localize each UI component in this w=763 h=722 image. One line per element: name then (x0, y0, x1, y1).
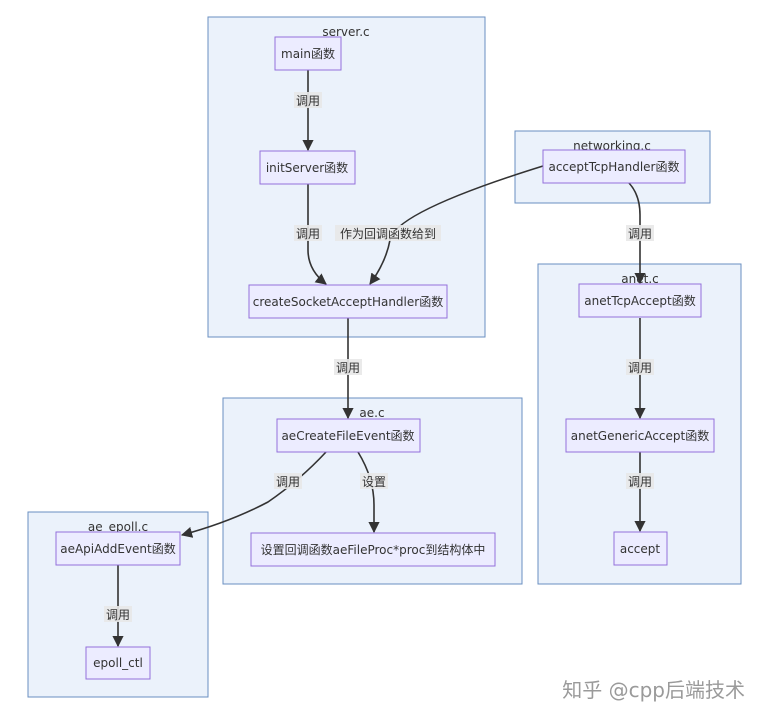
node-initserver: initServer函数 (259, 150, 356, 185)
node-label-main: main函数 (281, 46, 335, 61)
node-label-epoll-ctl: epoll_ctl (93, 656, 143, 670)
edge-label-aecreate-aeapi: 调用 (276, 475, 300, 489)
node-label-ae-api-add-event: aeApiAddEvent函数 (60, 541, 176, 556)
node-label-create-socket-accept-handler: createSocketAcceptHandler函数 (253, 294, 443, 309)
cluster-title-ae: ae.c (359, 406, 384, 420)
node-label-accept-tcp-handler: acceptTcpHandler函数 (548, 159, 679, 174)
node-label-ae-create-file-event: aeCreateFileEvent函数 (281, 428, 414, 443)
edge-label-initserver-create: 调用 (296, 227, 320, 241)
edge-label-create-aecreate: 调用 (336, 361, 360, 375)
node-label-initserver: initServer函数 (266, 160, 348, 175)
node-anet-generic-accept: anetGenericAccept函数 (565, 418, 715, 453)
edge-label-anetgeneric-accept: 调用 (628, 475, 652, 489)
node-anet-tcp-accept: anetTcpAccept函数 (578, 283, 702, 318)
edge-label-anettcp-anetgeneric: 调用 (628, 361, 652, 375)
watermark-text: 知乎 @cpp后端技术 (562, 678, 745, 702)
node-set-proc: 设置回调函数aeFileProc*proc到结构体中 (250, 532, 496, 567)
node-accept: accept (613, 531, 668, 566)
edge-label-aecreate-setproc: 设置 (362, 475, 386, 489)
edge-label-main-initserver: 调用 (296, 94, 320, 108)
node-ae-api-add-event: aeApiAddEvent函数 (55, 531, 181, 566)
node-label-anet-tcp-accept: anetTcpAccept函数 (584, 293, 695, 308)
cluster-title-ae-epoll: ae_epoll.c (88, 520, 148, 534)
edge-label-accepttcp-create: 作为回调函数给到 (340, 226, 436, 241)
node-label-accept: accept (620, 542, 661, 556)
edge-label-aeapi-epoll: 调用 (106, 608, 130, 622)
node-create-socket-accept-handler: createSocketAcceptHandler函数 (248, 284, 448, 319)
node-label-set-proc: 设置回调函数aeFileProc*proc到结构体中 (261, 542, 486, 557)
edge-initserver-create (307, 184, 327, 285)
cluster-title-server: server.c (322, 25, 369, 39)
node-label-anet-generic-accept: anetGenericAccept函数 (571, 428, 709, 443)
edge-accepttcp-anettcp (628, 182, 646, 285)
edge-aecreate-aeapi (180, 451, 327, 538)
node-main: main函数 (274, 36, 342, 71)
edge-labels: 调用 调用 作为回调函数给到 调用 调用 调用 调用 调用 设置 调用 (104, 92, 654, 622)
node-epoll-ctl: epoll_ctl (85, 646, 151, 680)
node-ae-create-file-event: aeCreateFileEvent函数 (276, 418, 421, 453)
node-accept-tcp-handler: acceptTcpHandler函数 (542, 149, 686, 184)
edge-label-accepttcp-anettcp: 调用 (628, 227, 652, 241)
